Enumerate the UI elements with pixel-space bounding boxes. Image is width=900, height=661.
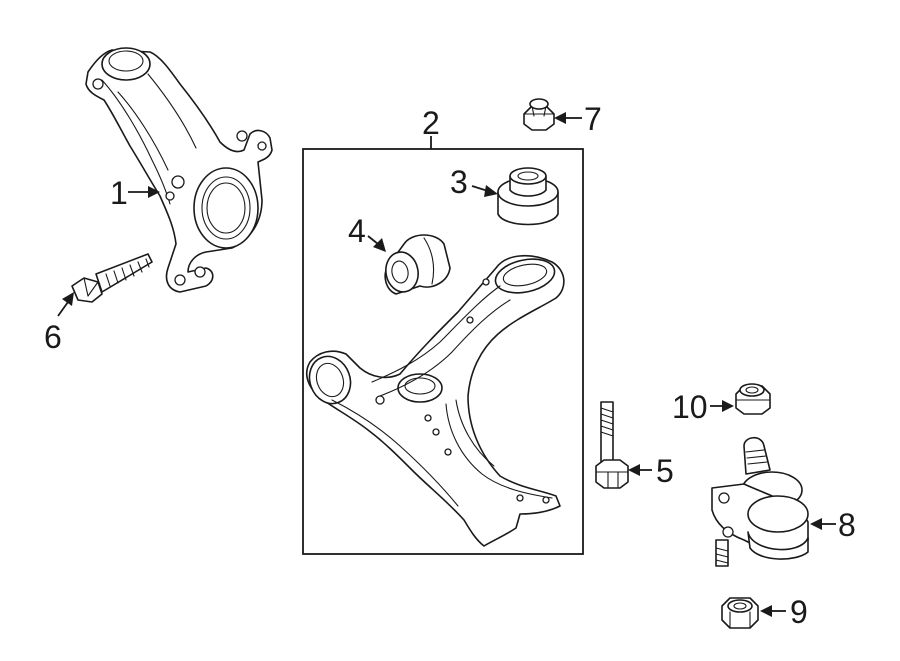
callout-9: 9 <box>790 594 808 630</box>
callout-5: 5 <box>656 453 674 489</box>
nut-9 <box>721 597 759 629</box>
rear-bushing <box>497 167 559 226</box>
callout-8: 8 <box>838 507 856 543</box>
callout-10: 10 <box>672 389 708 425</box>
steering-knuckle <box>85 47 273 293</box>
nut-7 <box>523 98 555 131</box>
knuckle-bolt <box>71 253 153 303</box>
callout-2: 2 <box>422 105 440 141</box>
front-bushing <box>384 234 451 295</box>
assembly-frame <box>302 148 584 555</box>
ball-joint <box>711 436 809 567</box>
arm-bolt <box>595 401 629 489</box>
nut-10 <box>735 383 771 415</box>
callout-3: 3 <box>450 164 468 200</box>
callout-6: 6 <box>44 319 62 355</box>
leaders <box>57 112 836 617</box>
callout-4: 4 <box>348 213 366 249</box>
lower-control-arm <box>305 254 565 547</box>
callout-7: 7 <box>584 101 602 137</box>
callout-1: 1 <box>110 175 128 211</box>
